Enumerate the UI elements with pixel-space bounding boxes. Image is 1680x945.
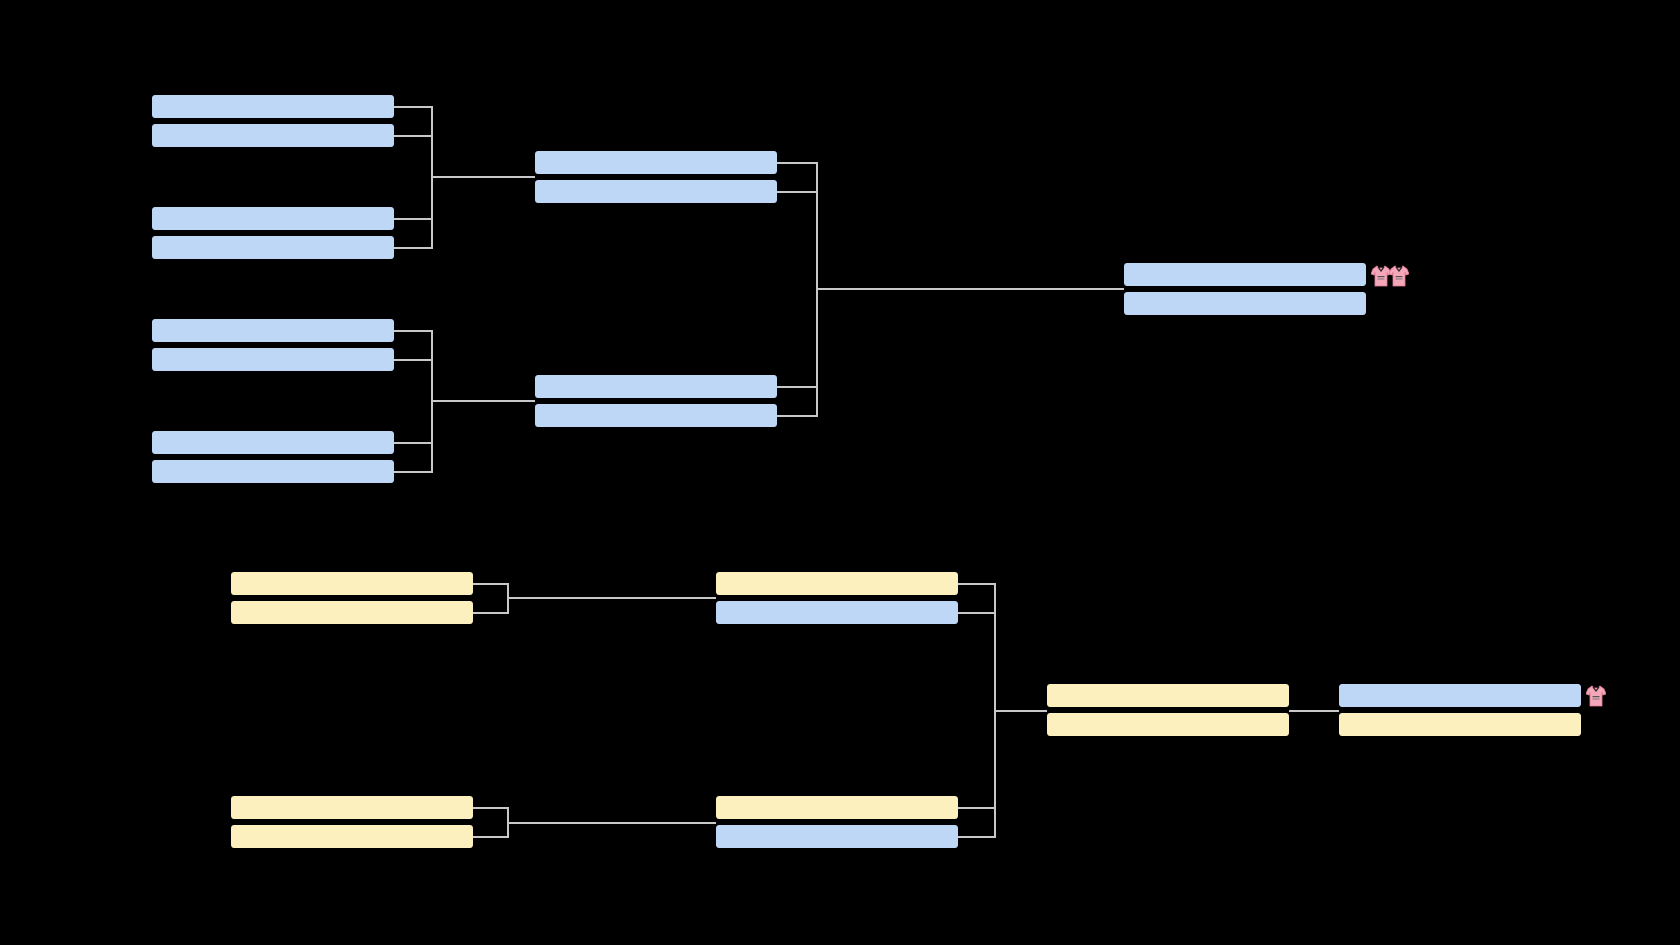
connector-line [958, 612, 995, 614]
lower-r3-team-top[interactable] [1047, 684, 1289, 707]
jersey-icon [1371, 265, 1391, 287]
connector-line [777, 415, 817, 417]
lower-r1-m1-team-top[interactable] [231, 572, 473, 595]
connector-line [431, 176, 535, 178]
connector-line [473, 807, 508, 809]
connector-line [473, 836, 508, 838]
lower-r1-m2-team-bottom[interactable] [231, 825, 473, 848]
lower-final-team-top[interactable] [1339, 684, 1581, 707]
upper-r1-m3-team-bottom[interactable] [152, 348, 394, 371]
connector-line [394, 218, 432, 220]
lower-r2-m2-team-bottom[interactable] [716, 825, 958, 848]
connector-line [1289, 710, 1339, 712]
connector-line [473, 583, 508, 585]
upper-final-team-bottom[interactable] [1124, 292, 1366, 315]
connector-line [777, 386, 817, 388]
connector-line [394, 135, 432, 137]
lower-r1-m1-team-bottom[interactable] [231, 601, 473, 624]
lower-r2-m1-team-top[interactable] [716, 572, 958, 595]
upper-r1-m1-team-bottom[interactable] [152, 124, 394, 147]
connector-line [431, 400, 535, 402]
connector-line [507, 597, 716, 599]
connector-line [394, 359, 432, 361]
lower-r2-m1-team-bottom[interactable] [716, 601, 958, 624]
connector-line [994, 710, 1047, 712]
connector-line [394, 247, 432, 249]
upper-r2-m2-team-top[interactable] [535, 375, 777, 398]
upper-r2-m2-team-bottom[interactable] [535, 404, 777, 427]
connector-line [958, 583, 995, 585]
upper-r2-m1-team-top[interactable] [535, 151, 777, 174]
connector-line [507, 822, 716, 824]
connector-line [473, 612, 508, 614]
connector-line [816, 288, 1124, 290]
upper-r1-m3-team-top[interactable] [152, 319, 394, 342]
lower-r3-team-bottom[interactable] [1047, 713, 1289, 736]
upper-r1-m2-team-top[interactable] [152, 207, 394, 230]
connector-line [958, 807, 995, 809]
connector-line [394, 442, 432, 444]
jersey-icon [1389, 265, 1409, 287]
connector-line [394, 471, 432, 473]
connector-line [777, 191, 817, 193]
connector-line [777, 162, 817, 164]
upper-r1-m1-team-top[interactable] [152, 95, 394, 118]
upper-r1-m4-team-top[interactable] [152, 431, 394, 454]
connector-line [394, 106, 432, 108]
lower-final-team-bottom[interactable] [1339, 713, 1581, 736]
upper-r1-m4-team-bottom[interactable] [152, 460, 394, 483]
jersey-icon [1586, 685, 1606, 707]
upper-r2-m1-team-bottom[interactable] [535, 180, 777, 203]
connector-line [958, 836, 995, 838]
upper-final-team-top[interactable] [1124, 263, 1366, 286]
lower-r1-m2-team-top[interactable] [231, 796, 473, 819]
lower-r2-m2-team-top[interactable] [716, 796, 958, 819]
connector-line [394, 330, 432, 332]
upper-r1-m2-team-bottom[interactable] [152, 236, 394, 259]
